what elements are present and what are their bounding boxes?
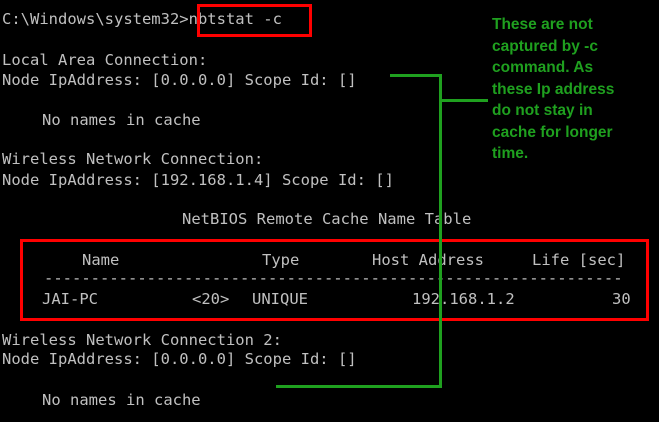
prompt: C:\Windows\system32>: [2, 10, 189, 28]
row-suffix: <20>: [192, 290, 230, 308]
connector-bottom: [276, 385, 442, 388]
wifi-header: Wireless Network Connection:: [2, 150, 264, 168]
row-host-address: 192.168.1.2: [412, 290, 515, 308]
note-line: time.: [492, 145, 529, 162]
cache-table-title: NetBIOS Remote Cache Name Table: [182, 210, 472, 228]
lan-node-ip: Node IpAddress: [0.0.0.0] Scope Id: []: [2, 71, 357, 89]
column-life: Life [sec]: [532, 251, 626, 269]
connector-top: [390, 74, 442, 77]
note-line: do not stay in: [492, 102, 593, 119]
column-host-address: Host Address: [372, 251, 484, 269]
command-text: nbtstat -c: [188, 10, 282, 28]
lan-cache-status: No names in cache: [42, 111, 201, 129]
column-type: Type: [262, 251, 300, 269]
column-name: Name: [82, 251, 120, 269]
note-line: cache for longer: [492, 123, 613, 141]
wifi2-node-ip: Node IpAddress: [0.0.0.0] Scope Id: []: [2, 350, 357, 368]
note-line: these Ip address: [492, 80, 615, 98]
row-name: JAI-PC: [42, 290, 98, 308]
note-line: command. As: [492, 59, 594, 76]
row-type: UNIQUE: [252, 290, 308, 308]
note-line: These are not: [492, 16, 593, 33]
command-highlight-box: [197, 4, 312, 37]
wifi2-cache-status: No names in cache: [42, 391, 201, 409]
wifi-node-ip: Node IpAddress: [192.168.1.4] Scope Id: …: [2, 171, 394, 189]
table-separator: ----------------------------------------…: [44, 269, 623, 287]
wifi2-header: Wireless Network Connection 2:: [2, 331, 282, 349]
lan-header: Local Area Connection:: [2, 51, 208, 69]
connector-vertical: [439, 74, 442, 388]
command-line: C:\Windows\system32>nbtstat -c: [2, 9, 282, 29]
note-line: captured by -c: [492, 37, 598, 55]
table-highlight-box: [20, 239, 649, 321]
annotation-note: These are not captured by -c command. As…: [492, 14, 652, 165]
row-life: 30: [612, 290, 631, 308]
connector-to-note: [441, 99, 488, 102]
